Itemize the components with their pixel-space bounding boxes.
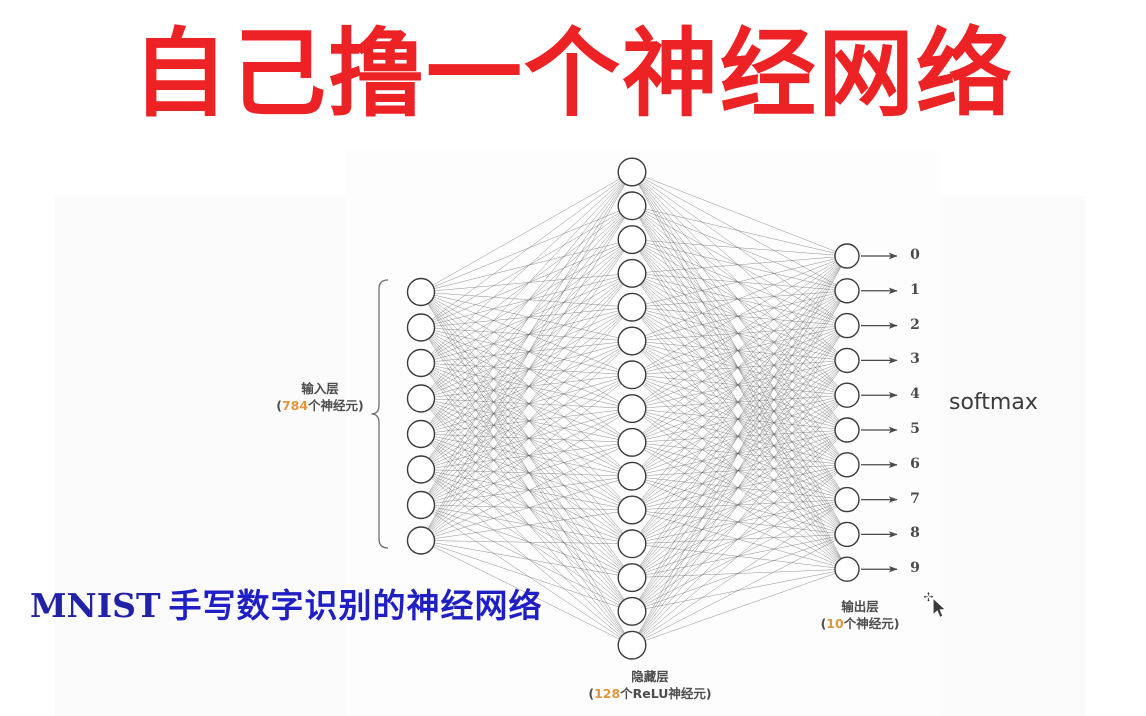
hidden-neuron-11 — [617, 529, 647, 559]
hidden-layer-name: 隐藏层 — [631, 669, 669, 684]
output-class-label-2: 2 — [910, 316, 920, 333]
input-neuron-5 — [406, 455, 436, 484]
hidden-neuron-9 — [617, 461, 647, 491]
hidden-layer-label: 隐藏层 (128个ReLU神经元) — [560, 668, 740, 702]
output-neuron-3 — [834, 347, 860, 374]
output-neuron-2 — [834, 312, 860, 339]
input-neuron-4 — [406, 419, 436, 449]
input-neuron-2 — [406, 348, 436, 378]
hidden-neuron-7 — [617, 394, 647, 424]
hidden-neuron-10 — [617, 495, 647, 525]
edges-hidden-to-output — [638, 176, 842, 641]
hidden-neuron-2 — [617, 225, 647, 255]
output-class-label-8: 8 — [910, 525, 920, 542]
output-neuron-5 — [834, 417, 860, 443]
hidden-neuron-1 — [617, 191, 647, 221]
output-class-label-4: 4 — [910, 386, 920, 403]
hidden-neuron-4 — [617, 292, 647, 322]
input-layer-count: (784个神经元) — [276, 398, 364, 413]
mnist-caption-en: MNIST — [30, 586, 161, 625]
input-neuron-0 — [406, 277, 436, 307]
hidden-layer-nodes — [617, 157, 647, 660]
softmax-label: softmax — [949, 390, 1038, 415]
hidden-neuron-14 — [617, 630, 647, 660]
output-class-label-0: 0 — [910, 247, 920, 263]
output-class-label-1: 1 — [910, 281, 920, 298]
output-neuron-0 — [834, 243, 860, 269]
input-neuron-6 — [406, 490, 436, 520]
output-class-label-3: 3 — [910, 351, 920, 368]
output-neuron-6 — [834, 452, 860, 478]
input-layer-nodes — [406, 277, 436, 555]
output-class-label-7: 7 — [910, 490, 920, 507]
output-layer-label: 输出层 (10个神经元) — [790, 598, 930, 632]
output-neuron-9 — [834, 556, 860, 582]
input-neuron-count: 784 — [281, 398, 309, 413]
hidden-layer-count: (128个ReLU神经元) — [588, 686, 712, 701]
output-class-label-6: 6 — [910, 455, 920, 472]
output-neuron-4 — [834, 382, 860, 408]
hidden-neuron-0 — [617, 157, 647, 187]
input-neuron-7 — [406, 526, 436, 555]
output-layer-nodes — [834, 243, 860, 582]
input-layer-name: 输入层 — [301, 381, 339, 396]
output-class-label-9: 9 — [910, 560, 920, 577]
input-layer-brace — [371, 279, 389, 549]
hidden-neuron-count: 128 — [594, 686, 621, 701]
output-layer-name: 输出层 — [841, 599, 879, 614]
edges-input-to-hidden — [427, 178, 626, 640]
hidden-neuron-12 — [617, 563, 647, 593]
input-layer-label: 输入层 (784个神经元) — [240, 380, 400, 414]
page-title: 自己撸一个神经网络 — [132, 17, 1014, 130]
output-layer-count: (10个神经元) — [820, 616, 900, 631]
input-neuron-3 — [406, 384, 436, 413]
hidden-neuron-6 — [617, 360, 647, 390]
hidden-neuron-13 — [617, 596, 647, 626]
hidden-neuron-5 — [617, 326, 647, 356]
output-class-label-5: 5 — [910, 421, 920, 437]
input-neuron-1 — [406, 313, 436, 342]
mnist-caption-cn: 手写数字识别的神经网络 — [168, 586, 543, 625]
hidden-neuron-3 — [617, 258, 647, 288]
output-neuron-1 — [834, 278, 860, 304]
output-arrows — [861, 252, 898, 573]
output-neuron-7 — [834, 486, 860, 513]
hidden-neuron-8 — [617, 427, 647, 457]
output-neuron-8 — [834, 521, 860, 548]
output-neuron-count: 10 — [826, 616, 844, 631]
